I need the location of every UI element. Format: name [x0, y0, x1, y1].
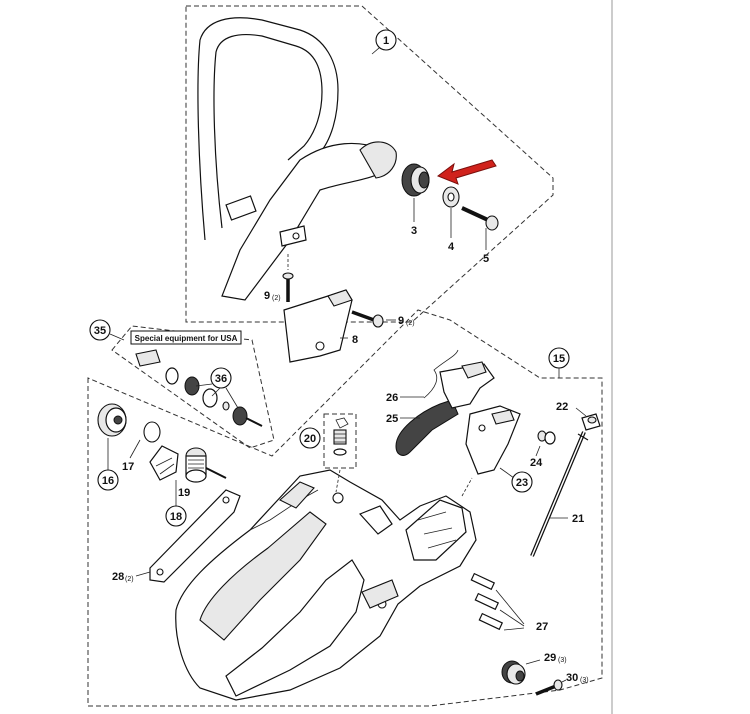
qty-9-left: (2) — [272, 295, 281, 302]
label-17: 17 — [122, 461, 134, 473]
label-28: 28 — [112, 571, 124, 583]
spring-26 — [423, 349, 459, 399]
callout-23 — [511, 471, 533, 493]
qty-28: (2) — [125, 576, 134, 583]
handle-group-box — [185, 5, 554, 323]
qty-29: (3) — [558, 657, 567, 664]
special-equipment-box — [111, 325, 275, 449]
pins-27 — [470, 572, 504, 631]
filter-20 — [333, 417, 349, 456]
label-4: 4 — [448, 241, 455, 253]
callout-36 — [210, 367, 232, 389]
filter-20-box — [323, 413, 357, 469]
callout-20 — [299, 427, 321, 449]
label-22: 22 — [556, 401, 568, 413]
label-19: 19 — [178, 487, 190, 499]
label-35: 35 — [94, 325, 106, 337]
label-23: 23 — [516, 477, 528, 489]
label-16: 16 — [102, 475, 114, 487]
o-ring-17 — [143, 421, 161, 443]
label-1: 1 — [383, 35, 389, 47]
front-handle — [197, 17, 397, 301]
label-5: 5 — [483, 253, 489, 265]
label-26: 26 — [386, 392, 398, 404]
label-24: 24 — [530, 457, 543, 469]
guide-plate-28 — [149, 489, 241, 583]
label-20: 20 — [304, 433, 316, 445]
callout-35 — [89, 319, 111, 341]
screw-9-right — [351, 310, 384, 328]
qty-9-right: (2) — [406, 320, 415, 327]
rod-21 — [530, 431, 589, 557]
spark-arrestor-parts — [135, 349, 263, 427]
label-8: 8 — [352, 334, 358, 346]
pickup-body-19 — [185, 447, 227, 483]
shaft-24 — [537, 430, 556, 445]
damper-3 — [401, 163, 430, 197]
callout-18 — [165, 505, 187, 527]
screw-9-left — [282, 272, 294, 302]
label-18: 18 — [170, 511, 182, 523]
damper-29 — [501, 660, 526, 685]
special-equipment-text: Special equipment for USA — [135, 334, 238, 343]
highlight-arrow — [436, 159, 497, 185]
throttle-housing — [439, 361, 495, 409]
label-15: 15 — [553, 353, 565, 365]
label-27: 27 — [536, 621, 548, 633]
washer-4 — [442, 186, 460, 208]
label-9-right: 9 — [398, 315, 404, 327]
interlock-lever-23 — [465, 405, 521, 475]
label-9-left: 9 — [264, 290, 270, 302]
callout-1 — [375, 29, 397, 51]
label-21: 21 — [572, 513, 584, 525]
screw-5 — [461, 206, 499, 231]
label-29: 29 — [544, 652, 556, 664]
suction-hose-18 — [149, 445, 179, 481]
label-36: 36 — [215, 373, 227, 385]
special-equipment-tag — [130, 330, 242, 345]
label-3: 3 — [411, 225, 417, 237]
bushing-22 — [581, 413, 601, 431]
callout-16 — [97, 469, 119, 491]
label-25: 25 — [386, 413, 398, 425]
crankcase-housing — [175, 469, 477, 701]
housing-group-box — [87, 309, 603, 707]
screw-30 — [535, 679, 563, 696]
oil-pump-16 — [97, 403, 127, 437]
label-30: 30 — [566, 672, 578, 684]
qty-30: (3) — [580, 677, 589, 684]
throttle-trigger-25 — [395, 399, 459, 456]
cover-plate-8 — [283, 289, 353, 363]
